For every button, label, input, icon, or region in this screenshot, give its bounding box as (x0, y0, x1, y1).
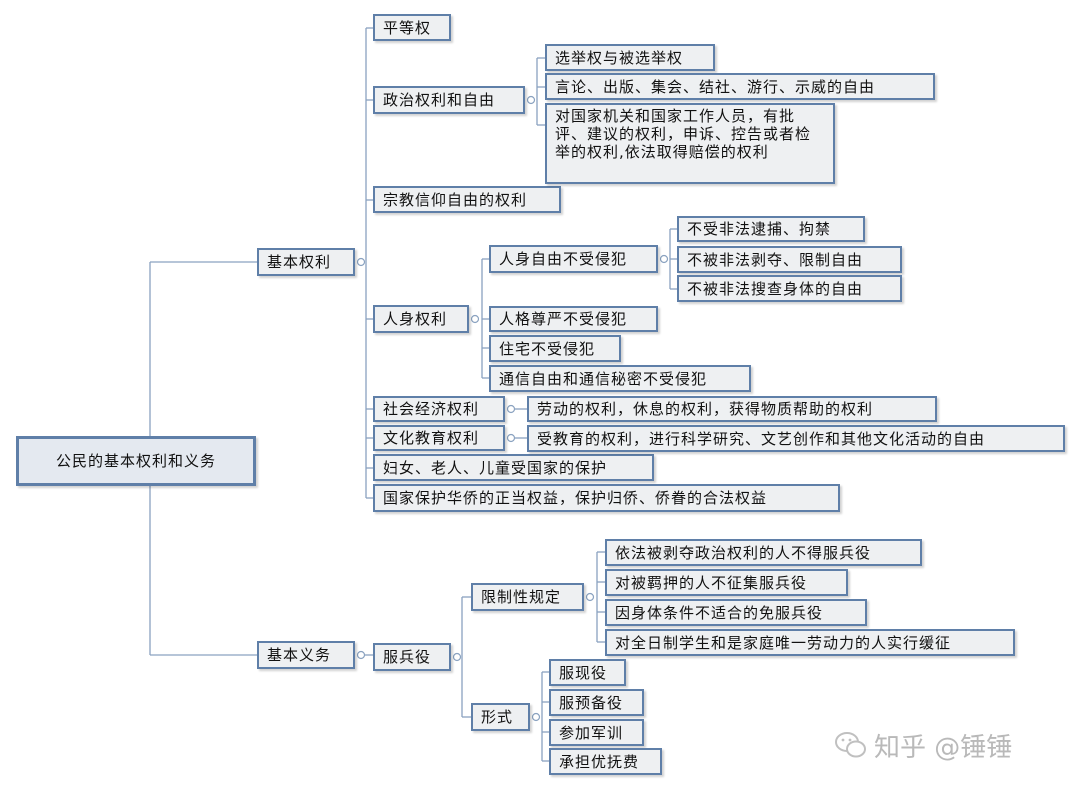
collapse-knob (470, 314, 480, 324)
personal-freedom-item: 不受非法逮捕、拘禁 (677, 216, 865, 242)
form-item: 承担优抚费 (549, 748, 662, 775)
culture-node: 文化教育权利 (373, 425, 505, 451)
overseas-node: 国家保护华侨的正当权益，保护归侨、侨眷的合法权益 (373, 484, 840, 512)
watermark-text: 知乎 @锤锤 (874, 732, 1013, 763)
collapse-knob (531, 712, 541, 722)
personal-node: 人身权利 (373, 305, 469, 333)
social-node: 社会经济权利 (373, 396, 505, 422)
personal-other-item: 住宅不受侵犯 (489, 335, 621, 362)
form-item: 服预备役 (549, 689, 644, 716)
form-item: 服现役 (549, 659, 626, 686)
restriction-item: 因身体条件不适合的免服兵役 (605, 599, 867, 626)
political-node: 政治权利和自由 (373, 86, 525, 114)
restriction-item: 对被羁押的人不征集服兵役 (605, 569, 848, 596)
duties-node: 基本义务 (257, 641, 355, 669)
personal-other-item: 通信自由和通信秘密不受侵犯 (489, 365, 751, 392)
restriction-item: 对全日制学生和是家庭唯一劳动力的人实行缓征 (605, 629, 1015, 656)
wechat-icon (835, 732, 866, 758)
collapse-knob (526, 95, 536, 105)
root-node: 公民的基本权利和义务 (16, 436, 256, 486)
social-item: 劳动的权利，休息的权利，获得物质帮助的权利 (527, 396, 937, 422)
collapse-knob (356, 257, 366, 267)
political-item: 选举权与被选举权 (545, 44, 715, 71)
watermark: 知乎 @锤锤 (834, 725, 1012, 765)
restrictions-node: 限制性规定 (471, 583, 584, 611)
political-item: 言论、出版、集会、结社、游行、示威的自由 (545, 73, 935, 100)
equality-node: 平等权 (373, 14, 451, 41)
restriction-item: 依法被剥夺政治权利的人不得服兵役 (605, 539, 922, 566)
religion-node: 宗教信仰自由的权利 (373, 186, 561, 213)
political-item: 对国家机关和国家工作人员，有批评、建议的权利，申诉、控告或者检举的权利,依法取得… (545, 103, 835, 184)
culture-item: 受教育的权利，进行科学研究、文艺创作和其他文化活动的自由 (527, 425, 1065, 452)
personal-freedom-item: 不被非法剥夺、限制自由 (677, 246, 902, 273)
personal-freedom-node: 人身自由不受侵犯 (489, 245, 658, 273)
military-node: 服兵役 (373, 643, 451, 671)
collapse-knob (506, 433, 516, 443)
collapse-knob (659, 254, 669, 264)
personal-freedom-item: 不被非法搜查身体的自由 (677, 275, 902, 302)
forms-node: 形式 (471, 703, 530, 731)
personal-other-item: 人格尊严不受侵犯 (489, 306, 658, 332)
collapse-knob (452, 652, 462, 662)
collapse-knob (356, 650, 366, 660)
form-item: 参加军训 (549, 719, 644, 746)
collapse-knob (585, 592, 595, 602)
protection-node: 妇女、老人、儿童受国家的保护 (373, 454, 654, 481)
rights-node: 基本权利 (257, 248, 355, 276)
collapse-knob (506, 404, 516, 414)
